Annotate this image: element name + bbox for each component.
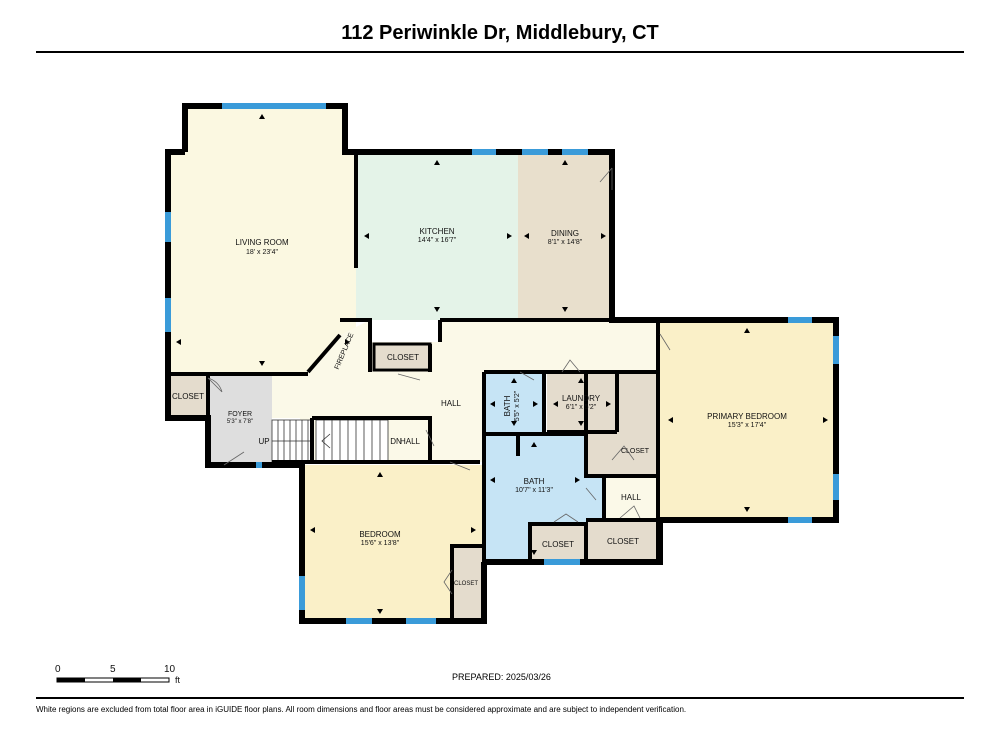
stairs-down-label: DN bbox=[390, 437, 402, 446]
disclaimer: White regions are excluded from total fl… bbox=[36, 705, 687, 714]
hall-label-main: HALL bbox=[441, 399, 462, 408]
closet-bedroom-area[interactable] bbox=[452, 546, 482, 620]
hall-label-stairs: HALL bbox=[400, 437, 421, 446]
bedroom-dims: 15'6" x 13'8" bbox=[361, 540, 400, 547]
stairs-up bbox=[271, 419, 313, 463]
dining-name: DINING bbox=[551, 229, 579, 238]
fireplace-area bbox=[308, 320, 370, 372]
header-divider bbox=[36, 51, 964, 53]
interior-walls bbox=[168, 152, 660, 620]
page-title: 112 Periwinkle Dr, Middlebury, CT bbox=[341, 22, 659, 44]
scale-bar bbox=[56, 677, 170, 683]
closet-hall-label: CLOSET bbox=[607, 537, 639, 546]
closet-hall-area[interactable] bbox=[588, 520, 658, 562]
closet-bath-area[interactable] bbox=[530, 524, 586, 562]
bath-small-dims: 5'5" x 5'2" bbox=[514, 390, 521, 421]
stairs-up-label: UP bbox=[258, 437, 269, 446]
bath-main-name: BATH bbox=[524, 477, 545, 486]
living-room-dims: 18' x 23'4" bbox=[246, 249, 279, 256]
windows bbox=[165, 103, 839, 624]
hall-small-area[interactable] bbox=[604, 478, 658, 518]
closet-laundry-label: CLOSET bbox=[621, 448, 650, 455]
scale-five: 5 bbox=[110, 664, 116, 675]
dining-area[interactable] bbox=[518, 152, 612, 320]
scale-unit: ft bbox=[175, 675, 181, 685]
bath-main-dims: 10'7" x 11'3" bbox=[515, 487, 553, 494]
living-room-area[interactable] bbox=[168, 106, 356, 372]
closet-foyer-area[interactable] bbox=[168, 375, 208, 417]
foyer-name: FOYER bbox=[228, 411, 252, 418]
closet-bath-label: CLOSET bbox=[542, 540, 574, 549]
kitchen-dims: 14'4" x 16'7" bbox=[418, 237, 457, 244]
laundry-name: LAUNDRY bbox=[562, 394, 601, 403]
foyer-dims: 5'3" x 7'8" bbox=[227, 419, 253, 425]
footer-divider bbox=[36, 697, 964, 699]
door-swings bbox=[207, 167, 671, 595]
foyer-area[interactable] bbox=[208, 375, 272, 465]
closet-foyer-label: CLOSET bbox=[172, 392, 204, 401]
laundry-dims: 6'1" x 5'2" bbox=[566, 404, 597, 411]
scale-ten: 10 bbox=[164, 664, 176, 675]
primary-bedroom-dims: 15'3" x 17'4" bbox=[728, 422, 767, 429]
kitchen-area[interactable] bbox=[356, 152, 518, 320]
dining-dims: 8'1" x 14'8" bbox=[548, 239, 583, 246]
closet-bedroom-label: CLOSET bbox=[454, 581, 478, 587]
living-room-name: LIVING ROOM bbox=[235, 238, 289, 247]
prepared-date: PREPARED: 2025/03/26 bbox=[452, 672, 551, 682]
dimension-ticks bbox=[176, 114, 828, 614]
scale-zero: 0 bbox=[55, 664, 61, 675]
primary-bedroom-name: PRIMARY BEDROOM bbox=[707, 412, 787, 421]
hall-label-small: HALL bbox=[621, 493, 642, 502]
kitchen-name: KITCHEN bbox=[419, 227, 454, 236]
closet-kitchen-label: CLOSET bbox=[387, 353, 419, 362]
stairs-down bbox=[315, 419, 389, 463]
bedroom-name: BEDROOM bbox=[359, 530, 401, 539]
closet-laundry-area[interactable] bbox=[586, 372, 658, 476]
bath-small-name: BATH bbox=[503, 395, 512, 416]
primary-bedroom-area[interactable] bbox=[660, 320, 836, 520]
closet-kitchen-area[interactable] bbox=[374, 344, 430, 368]
